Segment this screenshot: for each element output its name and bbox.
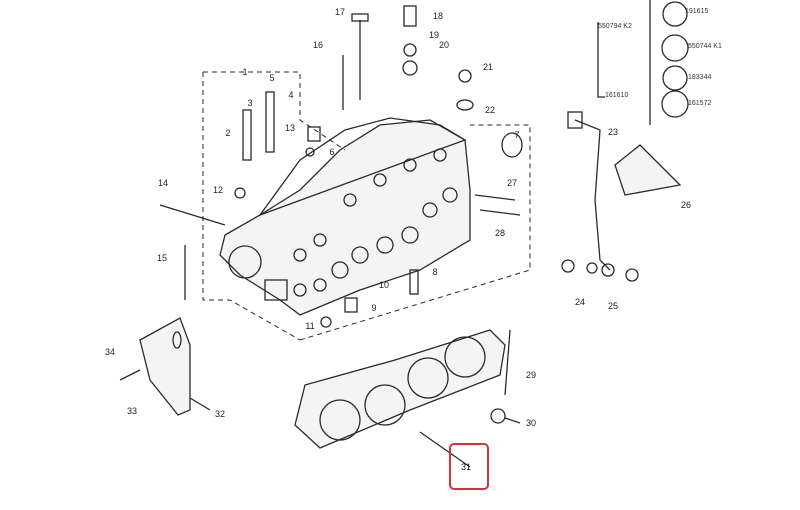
- head-gasket: [294, 329, 506, 449]
- callout-31[interactable]: 31: [460, 462, 472, 472]
- callout-9[interactable]: 9: [371, 303, 377, 313]
- callout-1[interactable]: 1: [242, 67, 248, 77]
- part-number: 161572: [688, 100, 712, 107]
- callout-18[interactable]: 18: [432, 11, 444, 21]
- callout-22[interactable]: 22: [484, 105, 496, 115]
- callout-3[interactable]: 3: [247, 98, 253, 108]
- callout-2[interactable]: 2: [225, 128, 231, 138]
- callout-4[interactable]: 4: [288, 90, 294, 100]
- callout-5[interactable]: 5: [269, 73, 275, 83]
- callout-34[interactable]: 34: [104, 347, 116, 357]
- kit-number-a: 550794 K2: [598, 23, 632, 30]
- part-number: 191615: [685, 8, 709, 15]
- callout-10[interactable]: 10: [378, 280, 390, 290]
- callout-20[interactable]: 20: [438, 40, 450, 50]
- callout-15[interactable]: 15: [156, 253, 168, 263]
- callout-7[interactable]: 7: [514, 130, 520, 140]
- callout-16[interactable]: 16: [312, 40, 324, 50]
- callout-14[interactable]: 14: [157, 178, 169, 188]
- callout-17[interactable]: 17: [334, 7, 346, 17]
- part-number: 183344: [688, 74, 712, 81]
- callout-28[interactable]: 28: [494, 228, 506, 238]
- callout-11[interactable]: 11: [305, 321, 315, 331]
- callout-12[interactable]: 12: [212, 185, 224, 195]
- callout-21[interactable]: 21: [482, 62, 494, 72]
- callout-23[interactable]: 23: [607, 127, 619, 137]
- part-number: 550744 K1: [688, 43, 722, 50]
- callout-25[interactable]: 25: [607, 301, 619, 311]
- callout-19[interactable]: 19: [428, 30, 440, 40]
- highlight-box-callout-31: [449, 443, 489, 490]
- callout-26[interactable]: 26: [680, 200, 692, 210]
- callout-33[interactable]: 33: [126, 406, 138, 416]
- callout-8[interactable]: 8: [432, 267, 438, 277]
- callout-27[interactable]: 27: [506, 178, 518, 188]
- cylinder-head: [219, 117, 471, 316]
- callout-13[interactable]: 13: [284, 123, 296, 133]
- callout-29[interactable]: 29: [525, 370, 537, 380]
- callout-30[interactable]: 30: [525, 418, 537, 428]
- callout-24[interactable]: 24: [574, 297, 586, 307]
- callout-6[interactable]: 6: [329, 147, 335, 157]
- callout-32[interactable]: 32: [214, 409, 226, 419]
- kit-number-b: 161610: [605, 92, 629, 99]
